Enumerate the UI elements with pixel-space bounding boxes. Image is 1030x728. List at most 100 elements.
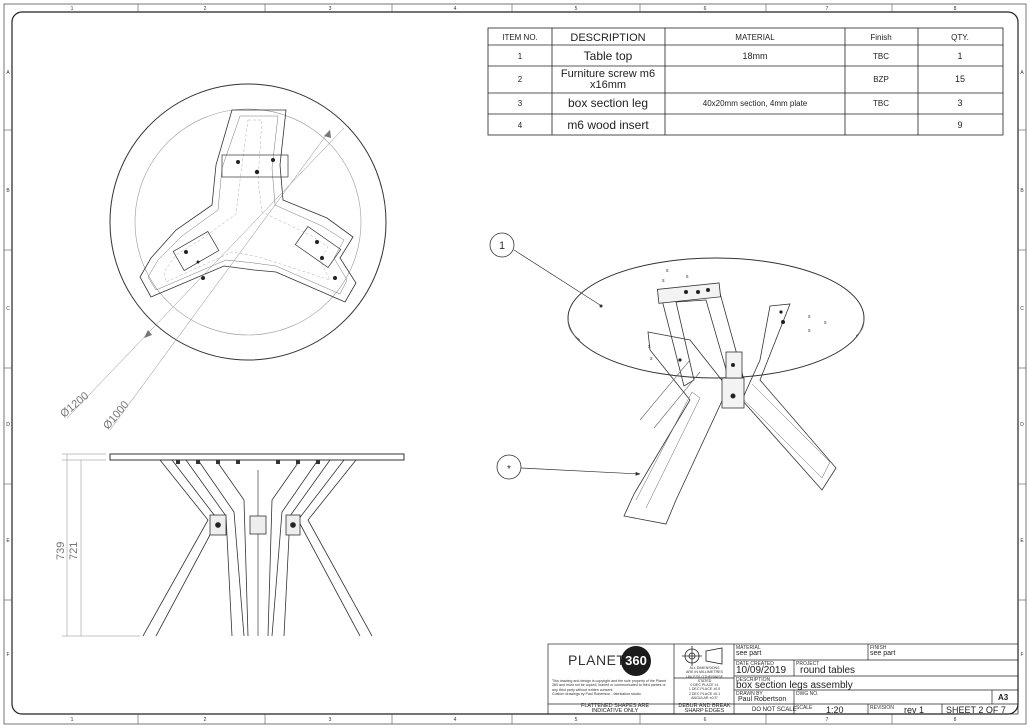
balloon-item-1-leader: [513, 249, 601, 306]
iso-centre-hub: [721, 377, 745, 409]
title-block-frame: [547, 643, 1019, 715]
bom-row1-description: Table top: [584, 49, 633, 63]
finish-value: see part: [870, 650, 896, 657]
mount-plate-top: [221, 154, 289, 178]
bom-row2-finish: BZP: [873, 75, 889, 84]
leg-right-outer-2: [307, 459, 373, 637]
iso-leg-front-inner: [635, 391, 701, 509]
scale-value: 1:20: [826, 705, 844, 715]
projection-symbol-icon: [682, 646, 723, 666]
table-top-side: [109, 453, 405, 461]
bom-row2-qty: 15: [955, 74, 965, 84]
zone-row-f-left: F: [6, 652, 9, 658]
top-view: [66, 83, 387, 431]
balloon-item-1-label: 1: [499, 240, 505, 252]
balloon-item-star-circle: [496, 454, 522, 480]
zone-col-6-top: 6: [704, 6, 707, 12]
tolerance-line: 2 DEC PLACE ±0.1: [688, 691, 721, 696]
zone-col-2-top: 2: [204, 6, 207, 12]
zone-row-c-left: C: [6, 306, 10, 312]
leg-frame-centre: [163, 119, 331, 283]
zone-row-a-left: A: [6, 70, 10, 76]
zone-col-5-top: 5: [575, 6, 578, 12]
iso-leg-back: [659, 285, 745, 391]
iso-screws: [678, 288, 785, 399]
leg-left-mid: [185, 459, 233, 637]
bom-table: [487, 27, 1004, 136]
copyright-notice: This drawing and design is copyright and…: [552, 679, 667, 692]
sheet-inner-border: [11, 11, 1019, 715]
tolerance-line: ARE IN MILLIMETRES: [686, 670, 723, 675]
bom-row1-material: 18mm: [742, 51, 767, 61]
dim-arrow-outer: [144, 330, 152, 338]
deburr-note: DEBUR AND BREAK SHARP EDGES: [676, 703, 733, 714]
bom-row3-qty: 3: [957, 98, 962, 108]
zone-row-e-right: E: [1020, 538, 1024, 544]
tolerance-line: 1 DEC PLACE ±0.5: [688, 687, 721, 692]
bom-header-qty: QTY.: [951, 33, 969, 42]
bom-header-finish: Finish: [870, 33, 891, 42]
zone-col-5-bottom: 5: [575, 717, 578, 723]
tolerance-line: ALL DIMENSIONS: [689, 666, 720, 670]
iso-screw-marks: sss sss ss: [648, 268, 827, 362]
deburr-note-line2: SHARP EDGES: [684, 708, 725, 714]
drawn-by-value: Paul Robertson: [738, 696, 787, 703]
leg-right-outer: [297, 459, 361, 637]
balloon-item-star-leader: [520, 467, 641, 476]
bom-header-item: ITEM NO.: [502, 33, 538, 42]
bom-row3-material: 40x20mm section, 4mm plate: [703, 99, 808, 108]
front-view: [62, 453, 405, 637]
bom-row4-description: m6 wood insert: [567, 118, 649, 132]
tolerance-line: 0 DEC PLACE ±1: [690, 683, 719, 688]
iso-top-plate: [657, 282, 722, 304]
zone-row-c-right: C: [1020, 306, 1024, 312]
zone-col-1-top: 1: [71, 6, 74, 12]
iso-leg-diag: [639, 359, 701, 429]
do-not-scale: DO NOT SCALE: [752, 707, 797, 713]
dim-leg-height-label: 721: [68, 542, 80, 560]
iso-table-top-edge-2: [855, 319, 865, 337]
svg-text:s: s: [808, 328, 811, 334]
leg-frame-outline: [139, 109, 357, 303]
project-value: round tables: [800, 665, 856, 676]
bom-row4-qty: 9: [957, 120, 962, 130]
svg-text:s: s: [824, 320, 827, 326]
dwg-no-label: DWG NO.: [796, 691, 819, 697]
revision-value: rev 1: [904, 705, 925, 715]
front-bolt-right: [290, 522, 296, 528]
svg-text:s: s: [662, 278, 665, 284]
table-top-inner-circle: [134, 108, 362, 336]
bom-row3-item: 3: [518, 99, 523, 108]
zone-row-a-right: A: [1020, 70, 1024, 76]
sheet-outer-border: [3, 3, 1027, 725]
iso-leg-front: [623, 331, 729, 525]
zone-row-b-left: B: [6, 188, 10, 194]
bom-header-description: DESCRIPTION: [570, 32, 645, 44]
dim-outer-diameter-label: Ø1200: [58, 390, 91, 420]
zone-col-4-top: 4: [454, 6, 457, 12]
leg-frame-inner: [147, 115, 348, 295]
balloon-item-1-dot: [599, 304, 603, 308]
bom-row2-description-line2: x16mm: [590, 79, 626, 91]
dim-line-inner-diameter: [109, 129, 331, 431]
date-value: 10/09/2019: [736, 665, 787, 676]
balloon-item-star-label: *: [507, 464, 511, 475]
dim-inner-diameter-label: Ø1000: [101, 399, 131, 432]
zone-col-3-bottom: 3: [329, 717, 332, 723]
leg-centre-right: [267, 459, 301, 637]
screw-holes-top-view: [184, 158, 337, 280]
material-label: MATERIAL: [736, 645, 761, 651]
drawn-by-label: DRAWN BY: [736, 691, 763, 697]
sheet-number: SHEET 2 OF 7: [946, 705, 1006, 715]
zone-col-8-bottom: 8: [954, 717, 957, 723]
front-plate-centre: [249, 515, 267, 535]
zone-col-8-top: 8: [954, 6, 957, 12]
tolerance-line: UNLESS OTHERWISE: [685, 674, 724, 679]
mount-plate-right: [294, 226, 342, 268]
isometric-view: sss sss ss: [489, 232, 865, 525]
zone-row-e-left: E: [6, 538, 10, 544]
zone-ticks: [4, 4, 1026, 724]
bom-row4-item: 4: [518, 121, 523, 130]
screws-front-view: [176, 460, 320, 464]
